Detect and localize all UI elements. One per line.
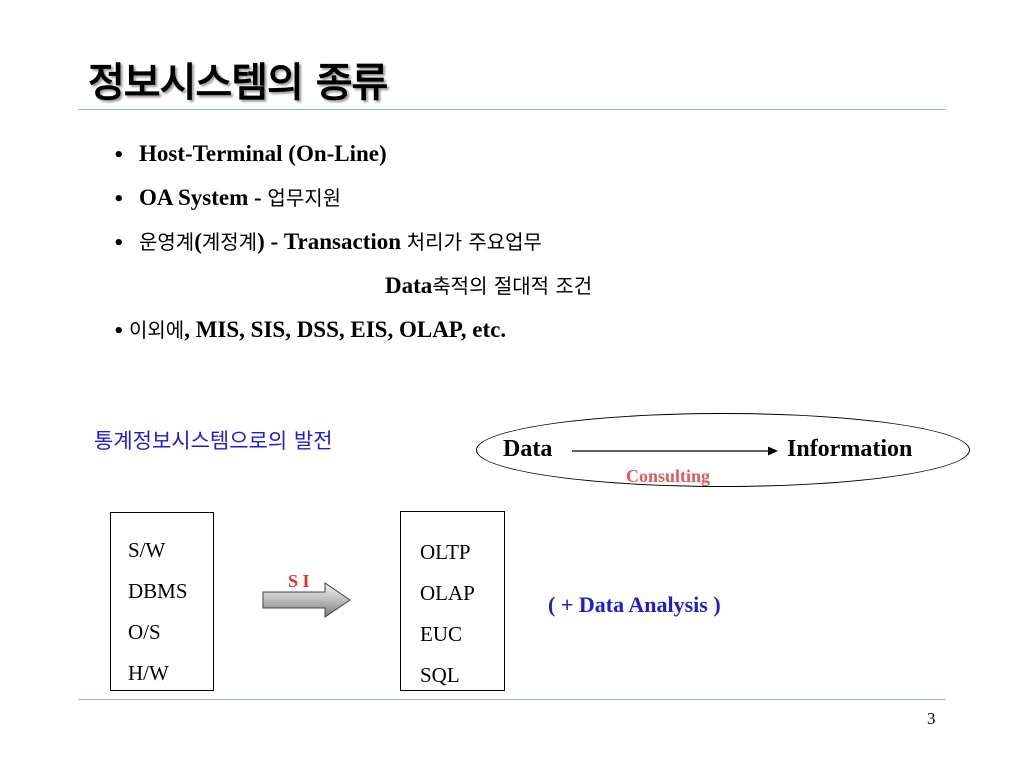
si-label: S I [288, 571, 310, 591]
bullet-item: • OA System - 업무지원 [113, 179, 592, 223]
evolution-heading: 통계정보시스템으로의 발전 [94, 429, 333, 453]
page-number: 3 [927, 709, 936, 728]
box-item: OLAP [420, 581, 475, 605]
application-box: OLTP OLAP EUC SQL [400, 511, 505, 691]
flow-from-label: Data [503, 436, 553, 462]
box-item: S/W [128, 538, 166, 562]
bullet-item: • Host-Terminal (On-Line) [113, 135, 592, 179]
bullet-text-korean: 축적의 절대적 조건 [432, 274, 593, 298]
bullet-text-korean: 운영계 [139, 230, 195, 254]
bullet-dot: • [113, 321, 125, 342]
bullet-item: • 운영계(계정계) - Transaction 처리가 주요업무 [113, 223, 592, 267]
bullet-text-korean: 처리가 주요업무 [406, 230, 542, 254]
bullet-text: ) - Transaction [257, 229, 407, 254]
box-item: DBMS [128, 579, 188, 603]
bullet-text: Host-Terminal (On-Line) [139, 141, 387, 166]
infrastructure-box: S/W DBMS O/S H/W [110, 512, 214, 691]
si-arrow-icon [262, 582, 351, 618]
flow-arrow [572, 446, 778, 456]
bullet-dot: • [113, 145, 125, 166]
bullet-item: •이외에, MIS, SIS, DSS, EIS, OLAP, etc. [113, 311, 592, 355]
bullet-dot: • [113, 189, 125, 210]
consulting-label: Consulting [626, 466, 711, 486]
data-information-ellipse [476, 413, 970, 487]
footer-divider [78, 699, 946, 700]
flow-to-label: Information [787, 436, 913, 462]
slide-title: 정보시스템의 종류 [88, 60, 388, 106]
bullet-list: • Host-Terminal (On-Line) • OA System - 업무… [113, 135, 592, 355]
bullet-text: ( [194, 229, 202, 254]
bullet-text: , MIS, SIS, DSS, EIS, OLAP, etc. [184, 317, 507, 342]
box-item: SQL [420, 663, 460, 687]
box-item: EUC [420, 622, 462, 646]
bullet-continuation: Data축적의 절대적 조건 [113, 267, 592, 311]
title-divider [78, 109, 946, 110]
bullet-text-korean: 계정계 [201, 230, 258, 254]
data-analysis-note: ( + Data Analysis ) [548, 592, 721, 617]
bullet-text-korean: 이외에 [129, 318, 185, 342]
bullet-text: Data [385, 273, 433, 298]
box-item: OLTP [420, 540, 471, 564]
bullet-text: OA System - [139, 185, 268, 210]
box-item: O/S [128, 620, 161, 644]
bullet-dot: • [113, 233, 125, 254]
box-item: H/W [128, 661, 169, 685]
bullet-text-korean: 업무지원 [267, 186, 342, 210]
